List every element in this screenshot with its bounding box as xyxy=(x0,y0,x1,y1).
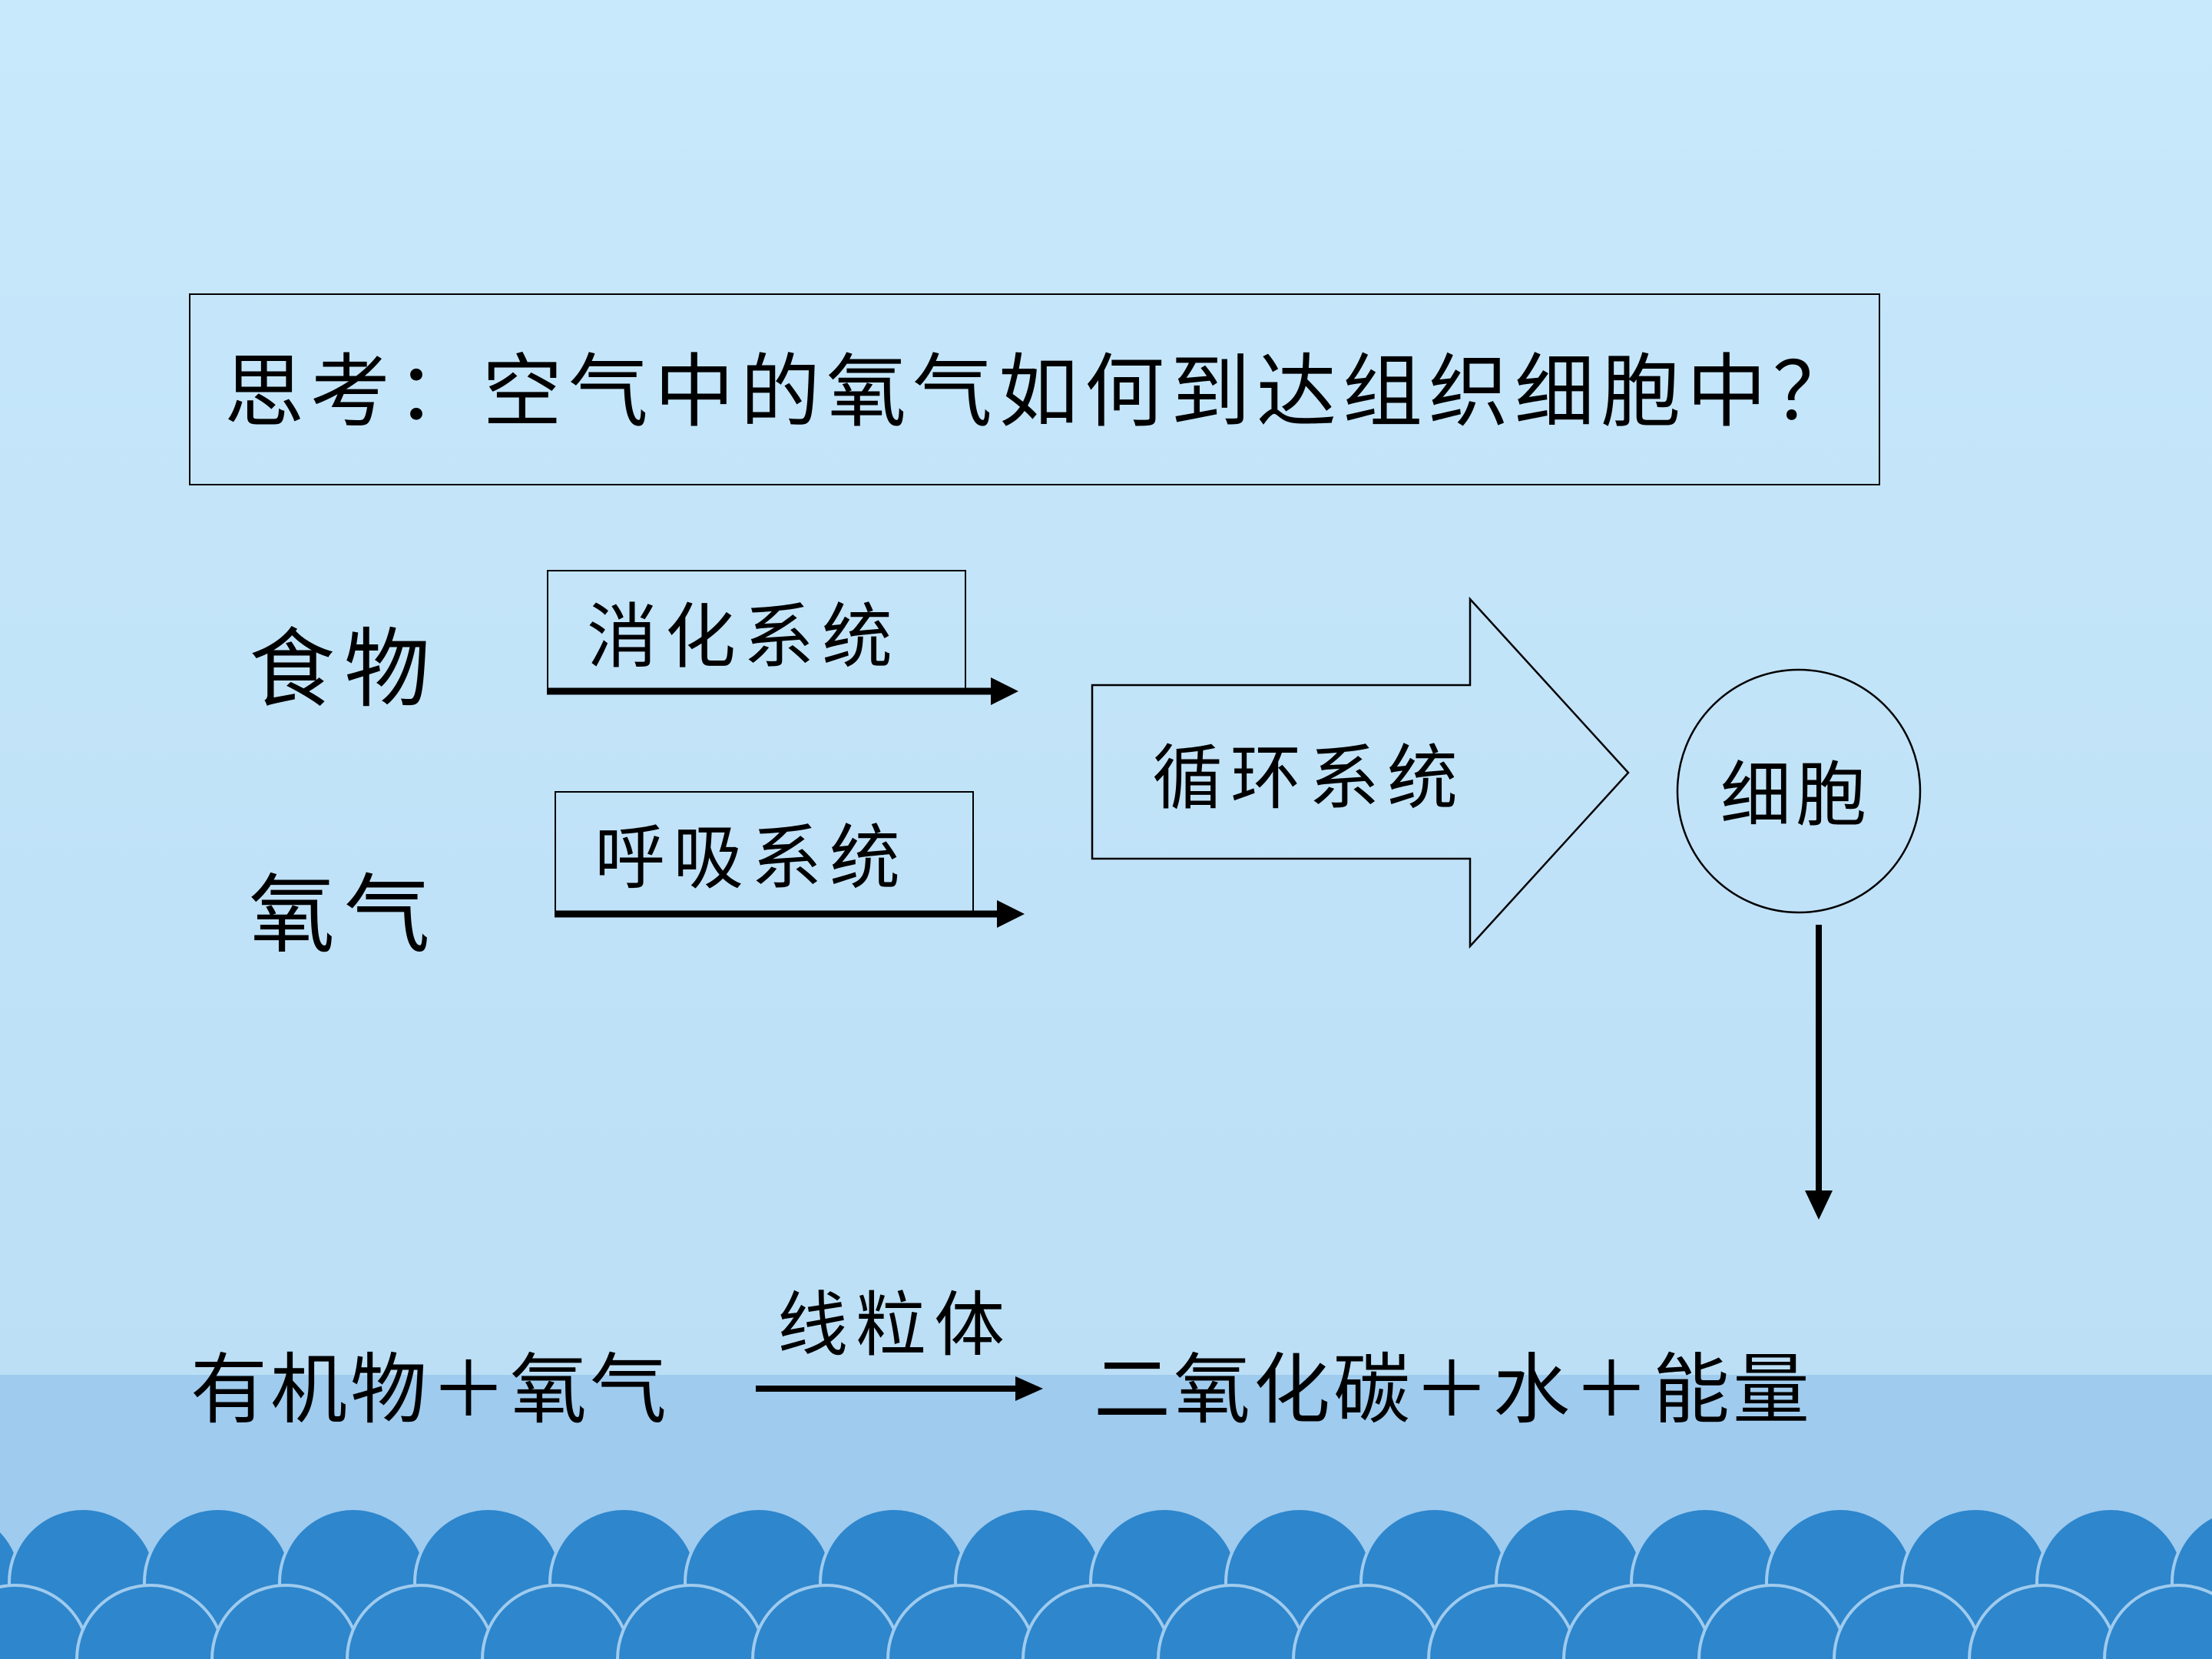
cell-down-arrow xyxy=(1805,925,1833,1220)
wave-scallop xyxy=(1697,1584,1848,1659)
wave-scallop xyxy=(1292,1584,1442,1659)
circulatory-system-block-arrow xyxy=(1091,596,1630,949)
wave-scallop xyxy=(1968,1584,2118,1659)
wave-scallop xyxy=(481,1584,631,1659)
wave-scallop xyxy=(210,1584,361,1659)
wave-scallop xyxy=(1022,1584,1172,1659)
sky-area xyxy=(0,0,2212,1375)
equation-catalyst: 线粒体 xyxy=(777,1284,1013,1366)
digestive-system-label: 消化系统 xyxy=(587,596,901,678)
wave-scallop xyxy=(0,1584,91,1659)
wave-scallop xyxy=(616,1584,767,1659)
wave-scallop xyxy=(1427,1584,1578,1659)
oxygen-label: 氧气 xyxy=(249,866,439,965)
cell-label: 细胞 xyxy=(1720,754,1872,836)
question-box xyxy=(189,293,1880,485)
question-text: 思考：空气中的氧气如何到达组织细胞中？ xyxy=(224,345,1859,439)
wave-scallop xyxy=(886,1584,1037,1659)
wave-scallop xyxy=(75,1584,226,1659)
respiratory-arrow xyxy=(555,900,1025,928)
wave-scallop xyxy=(2103,1584,2212,1659)
cell-circle xyxy=(1676,668,1922,914)
wave-scallop xyxy=(1833,1584,1983,1659)
wave-scallop xyxy=(1562,1584,1713,1659)
circulatory-system-label: 循环系统 xyxy=(1152,737,1466,820)
equation-reactants: 有机物＋氧气 xyxy=(190,1345,670,1435)
food-label: 食物 xyxy=(249,620,439,720)
wave-scallop xyxy=(346,1584,496,1659)
wave-scallop xyxy=(1157,1584,1307,1659)
reaction-arrow xyxy=(756,1376,1043,1401)
equation-products: 二氧化碳＋水＋能量 xyxy=(1094,1345,1813,1435)
wave-pattern xyxy=(0,1507,2212,1659)
digestive-arrow xyxy=(547,677,1018,705)
wave-scallop xyxy=(751,1584,902,1659)
respiratory-system-label: 呼吸系统 xyxy=(594,817,909,899)
